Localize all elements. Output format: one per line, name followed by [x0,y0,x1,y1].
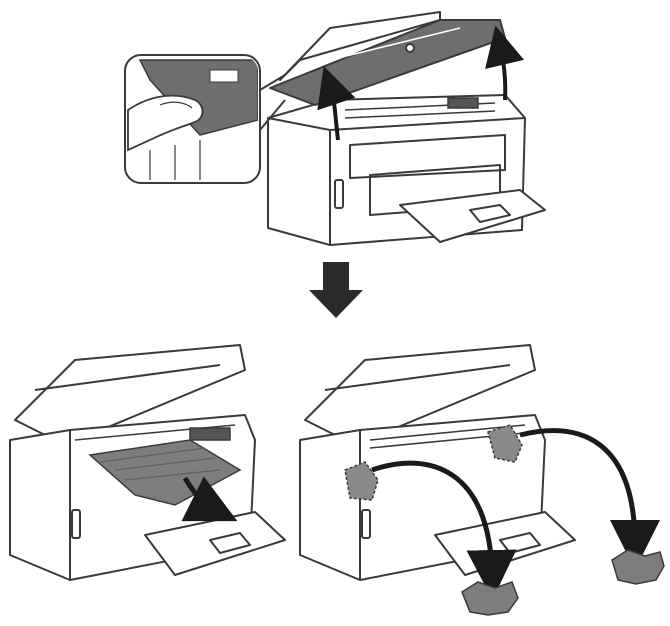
down-arrow-icon [309,262,363,318]
torn-paper-piece [344,461,379,501]
panel-remove-jammed-paper [9,344,286,581]
curved-out-arrow-icon [519,428,660,570]
curved-out-arrow-icon [371,460,517,600]
output-tray [399,189,546,243]
panel-open-scanner [124,11,546,246]
printer-interior [74,424,236,441]
panel-remove-torn-pieces [299,344,665,616]
printer-interior [344,97,496,119]
crumpled-paper-piece [611,549,665,585]
curved-up-arrow-icon [317,66,356,141]
hand-detail-callout [124,54,286,184]
curved-up-arrow-icon [485,25,525,101]
hand-icon [127,94,204,152]
curved-out-arrow-icon [181,476,238,522]
torn-paper-piece [487,424,523,463]
scanner-lid [269,11,506,106]
crumpled-paper-piece [461,581,519,616]
